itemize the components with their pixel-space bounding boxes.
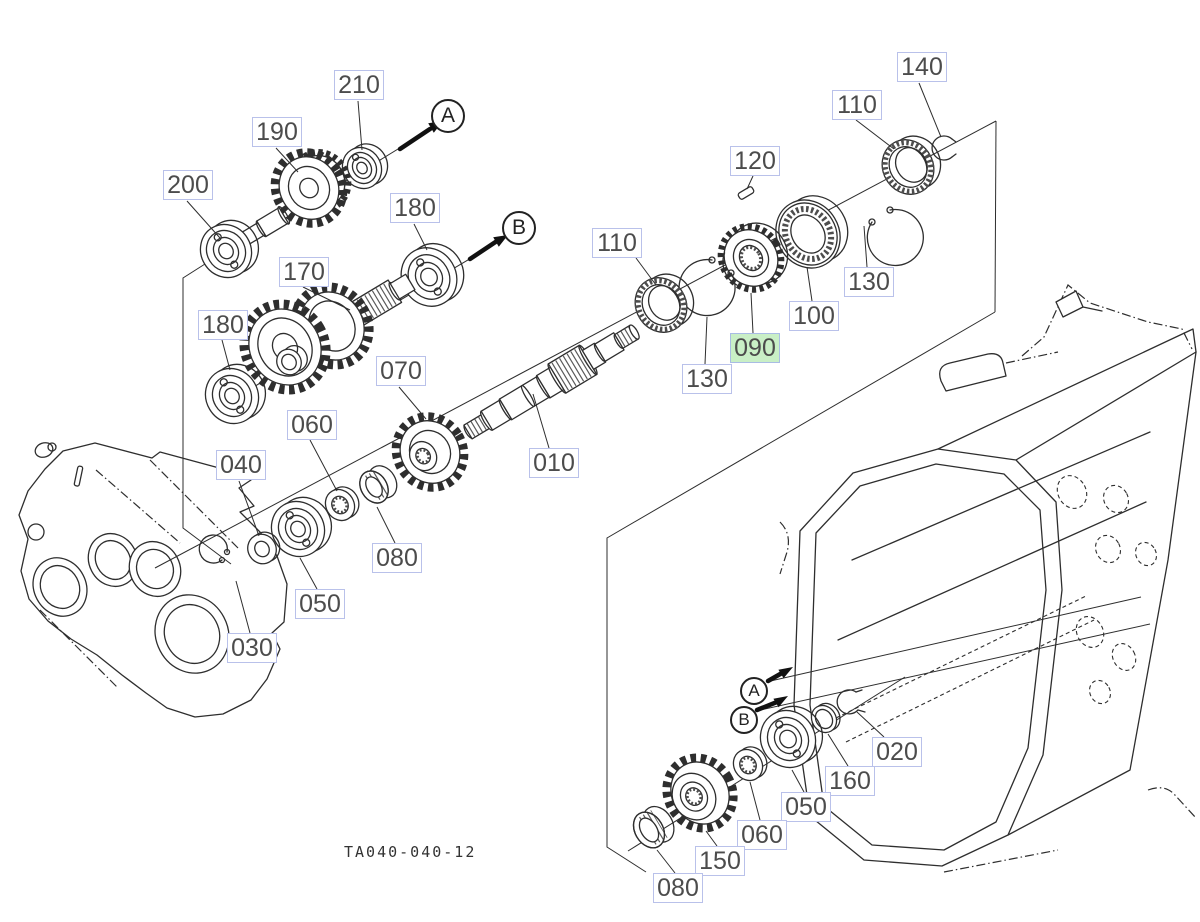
gear-170-front-drawing	[239, 299, 331, 395]
front-housing-drawing	[18, 442, 288, 718]
gear-190-drawing	[270, 148, 352, 228]
callout-030[interactable]: 030	[227, 633, 277, 663]
clip-020-drawing	[836, 689, 866, 715]
callout-110-mid[interactable]: 110	[592, 228, 642, 258]
view-marker-a-top: A	[431, 99, 465, 133]
sleeve-100-drawing	[775, 195, 849, 269]
main-shaft-010-drawing	[463, 324, 640, 440]
washer-060-drawing	[324, 486, 360, 522]
callout-080-lower[interactable]: 080	[653, 873, 703, 903]
callout-040[interactable]: 040	[216, 450, 266, 480]
callout-020[interactable]: 020	[872, 737, 922, 767]
callout-160[interactable]: 160	[825, 766, 875, 796]
gear-070-drawing	[391, 412, 469, 492]
callout-080[interactable]: 080	[372, 543, 422, 573]
bearing-180-left-drawing	[204, 363, 267, 425]
synchro-ring-110-left-drawing	[634, 273, 695, 333]
view-marker-b-top: B	[502, 211, 536, 245]
drawing-code: TA040-040-12	[344, 843, 477, 861]
callout-210[interactable]: 210	[334, 70, 384, 100]
lower-shaft-assembly-drawing	[632, 596, 1151, 849]
hub-090-drawing	[717, 222, 789, 293]
bearing-210-drawing	[341, 143, 389, 190]
gear-150-drawing	[662, 753, 738, 833]
callout-070[interactable]: 070	[376, 356, 426, 386]
clip-140-drawing	[931, 135, 957, 161]
bearing-180-top-drawing	[400, 242, 465, 307]
callout-010[interactable]: 010	[529, 448, 579, 478]
bearing-050-lower-drawing	[759, 705, 824, 769]
callout-050[interactable]: 050	[295, 589, 345, 619]
callout-130-mid[interactable]: 130	[682, 364, 732, 394]
callout-050-lower[interactable]: 050	[781, 792, 831, 822]
callout-110-right[interactable]: 110	[832, 90, 882, 120]
bearing-050-drawing	[270, 496, 333, 558]
callout-190[interactable]: 190	[252, 117, 302, 147]
input-shaft-assembly-drawing	[199, 121, 443, 279]
needle-bearing-080-lower-drawing	[632, 805, 675, 849]
callout-060[interactable]: 060	[287, 410, 337, 440]
callout-060-lower[interactable]: 060	[737, 820, 787, 850]
rear-housing-drawing	[779, 284, 1197, 873]
callout-180-left[interactable]: 180	[198, 310, 248, 340]
callout-150[interactable]: 150	[695, 846, 745, 876]
callout-120[interactable]: 120	[730, 146, 780, 176]
view-marker-b-bottom: B	[730, 706, 758, 734]
callout-170[interactable]: 170	[279, 257, 329, 287]
callout-200[interactable]: 200	[163, 170, 213, 200]
snap-ring-130-mid-drawing	[678, 256, 736, 317]
washer-060-lower-drawing	[732, 746, 768, 782]
callout-180-top[interactable]: 180	[390, 193, 440, 223]
snap-ring-130-right-drawing	[866, 206, 924, 267]
snap-ring-030-drawing	[198, 534, 231, 564]
key-120-drawing	[737, 186, 755, 200]
callout-130-right[interactable]: 130	[844, 267, 894, 297]
main-shaft-assembly-drawing	[198, 135, 957, 565]
callout-090-highlighted[interactable]: 090	[730, 333, 780, 363]
washer-040-drawing	[247, 531, 281, 565]
gear-170-collar-drawing	[276, 345, 308, 376]
needle-bearing-080-drawing	[359, 465, 398, 504]
synchro-ring-110-right-drawing	[881, 135, 942, 195]
callout-100[interactable]: 100	[789, 301, 839, 331]
callout-leader-lines	[186, 82, 942, 874]
bearing-200-drawing	[199, 219, 260, 279]
callout-140[interactable]: 140	[897, 52, 947, 82]
view-marker-a-bottom: A	[740, 677, 768, 705]
